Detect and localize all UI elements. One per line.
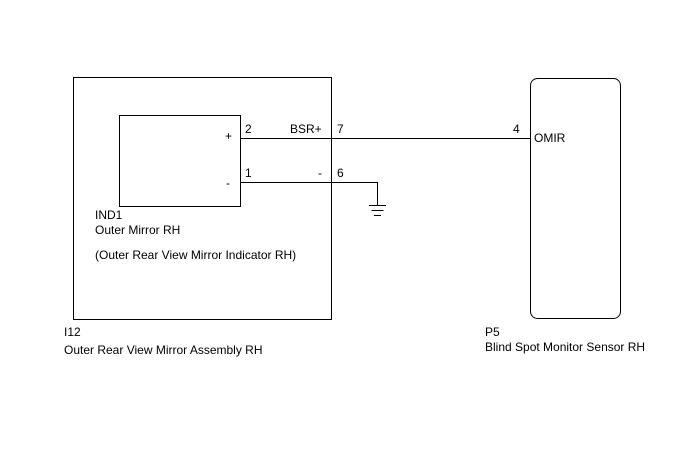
sensor-box xyxy=(530,78,621,319)
indicator-plus-symbol: + xyxy=(225,129,232,143)
sensor-name: Blind Spot Monitor Sensor RH xyxy=(485,340,645,354)
indicator-box xyxy=(119,115,241,207)
assembly-name: Outer Rear View Mirror Assembly RH xyxy=(64,343,263,357)
sensor-pin: 4 xyxy=(513,122,520,136)
connector-pin-signal: 7 xyxy=(337,122,344,136)
assembly-code: I12 xyxy=(64,325,81,339)
ground-wire xyxy=(240,182,378,205)
sensor-terminal-label: OMIR xyxy=(534,131,566,145)
indicator-code: IND1 xyxy=(95,208,123,222)
indicator-pin-plus: 2 xyxy=(245,122,252,136)
indicator-minus-symbol: - xyxy=(226,176,230,190)
connector-pin-ground: 6 xyxy=(337,166,344,180)
sensor-code: P5 xyxy=(485,325,500,339)
indicator-name: Outer Mirror RH xyxy=(95,223,180,237)
indicator-pin-minus: 1 xyxy=(245,166,252,180)
indicator-description: (Outer Rear View Mirror Indicator RH) xyxy=(95,248,296,262)
signal-label: BSR+ xyxy=(290,122,322,136)
ground-icon xyxy=(369,205,386,216)
ground-polarity-label: - xyxy=(318,166,322,180)
assembly-box xyxy=(73,77,332,320)
